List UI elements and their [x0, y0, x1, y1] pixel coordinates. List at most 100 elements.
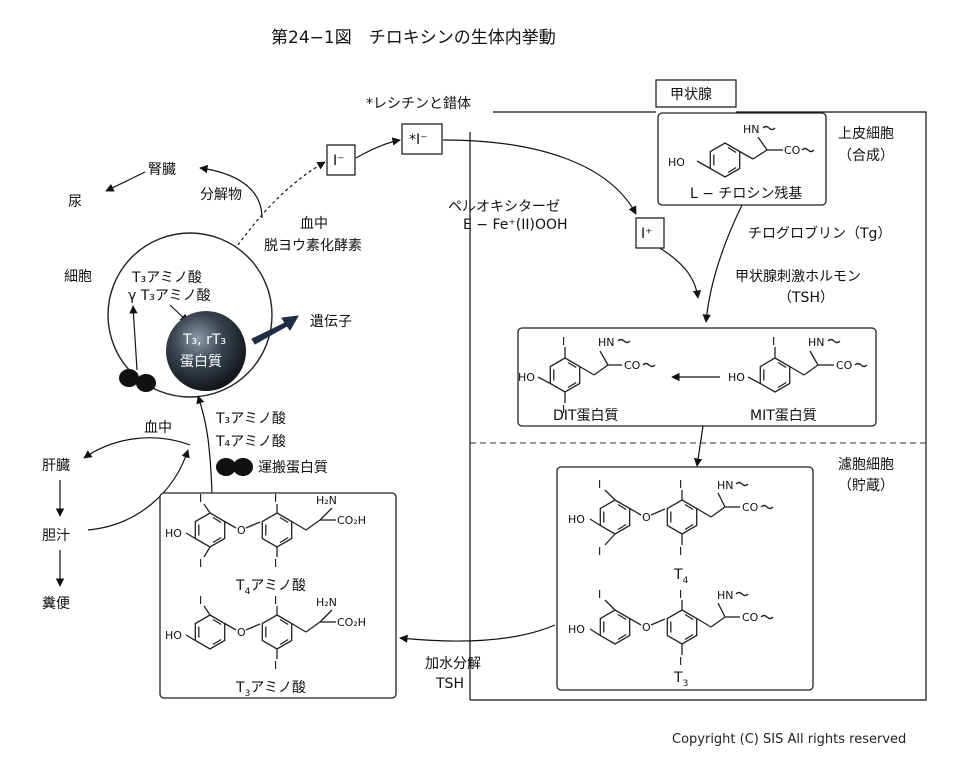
thyroid-label: 甲状腺 — [670, 87, 712, 103]
thyroid-label-box — [655, 79, 737, 108]
hydrolysis-label: 加水分解 — [425, 656, 481, 672]
i-plus-box — [635, 217, 665, 249]
arrow-hormones-to-cell — [196, 395, 213, 494]
svg-text:HN: HN — [743, 123, 760, 136]
arrow-bile-to-blood — [87, 449, 190, 531]
svg-text:CO₂H: CO₂H — [337, 616, 366, 629]
svg-text:I: I — [274, 594, 277, 607]
svg-text:HO: HO — [165, 629, 182, 642]
svg-text:HN: HN — [717, 479, 734, 492]
svg-text:O: O — [237, 524, 246, 537]
arrow-blood-to-liver — [83, 437, 191, 459]
cell-label: 細胞 — [64, 269, 92, 285]
i-star-label: *I⁻ — [409, 132, 428, 148]
breakdown-label: 分解物 — [200, 187, 242, 203]
t3-storage-label: T3 — [673, 670, 688, 689]
svg-text:CO: CO — [784, 144, 801, 157]
epithelial-label: 上皮細胞 — [838, 126, 894, 142]
svg-text:I: I — [199, 594, 202, 607]
carrier-protein-label: 運搬蛋白質 — [258, 460, 328, 476]
liver-label: 肝臓 — [42, 458, 70, 474]
arrow-carrier-into-cell — [129, 305, 138, 371]
thyroglobulin-label: チログロブリン（Tg） — [748, 225, 891, 242]
svg-text:I: I — [562, 335, 565, 348]
svg-text:HO: HO — [518, 371, 535, 384]
receptor-top-label: T₃, rT₃ — [182, 332, 226, 348]
svg-text:CO: CO — [624, 359, 641, 372]
gene-arrow-icon — [251, 315, 299, 345]
arrow-to-storage — [693, 425, 704, 467]
blood-top-label: 血中 — [300, 216, 328, 232]
svg-text:CO₂H: CO₂H — [337, 514, 366, 527]
svg-text:I: I — [274, 492, 277, 505]
svg-text:I: I — [679, 655, 682, 668]
svg-text:I: I — [679, 545, 682, 558]
kidney-label: 腎臓 — [148, 162, 176, 178]
svg-text:HO: HO — [668, 156, 685, 169]
feces-label: 糞便 — [42, 596, 70, 612]
svg-text:I: I — [679, 588, 682, 601]
arrow-breakdown-to-kidney — [199, 164, 263, 219]
i-minus-label: I⁻ — [333, 153, 345, 169]
bile-label: 胆汁 — [42, 528, 70, 544]
arrow-iplus-to-box — [654, 244, 702, 299]
svg-text:T3アミノ酸: T3アミノ酸 — [235, 680, 306, 699]
arrow-kidney-to-urine — [105, 171, 146, 192]
svg-text:CO: CO — [742, 611, 759, 624]
dit-mit-box: HO I I HN CO DIT蛋白質 HO I HN CO MIT蛋白質 — [517, 327, 877, 427]
t4-aa-label: T₄アミノ酸 — [215, 434, 286, 450]
arrow-cell-to-iminus — [237, 161, 326, 246]
svg-text:I: I — [199, 492, 202, 505]
tsh-name-label: 甲状腺刺激ホルモン — [735, 268, 861, 285]
svg-text:I: I — [679, 478, 682, 491]
svg-text:O: O — [642, 511, 651, 524]
i-minus-box — [326, 144, 356, 176]
svg-text:CO: CO — [836, 359, 853, 372]
svg-text:H₂N: H₂N — [316, 596, 337, 609]
tyrosine-residue-label: L − チロシン残基 — [690, 185, 802, 202]
arrow-istar-to-iplus — [442, 139, 637, 215]
svg-text:HO: HO — [165, 527, 182, 540]
svg-text:I: I — [598, 588, 601, 601]
dit-label: DIT蛋白質 — [553, 408, 618, 424]
svg-text:HO: HO — [728, 371, 745, 384]
arrow-tyrosine-to-mit — [702, 204, 743, 323]
svg-text:I: I — [598, 545, 601, 558]
arrow-iminus-to-istar — [355, 137, 401, 159]
svg-text:I: I — [772, 335, 775, 348]
receptor-protein-sphere — [166, 311, 246, 391]
svg-text:HN: HN — [808, 336, 825, 349]
synthesis-label: （合成） — [838, 148, 894, 164]
peroxidase-label: ペルオキシターゼ — [448, 199, 560, 215]
svg-text:CO: CO — [742, 501, 759, 514]
enzyme-formula-label: E − Fe⁺(II)OOH — [463, 217, 568, 233]
gene-label: 遺伝子 — [310, 314, 352, 330]
svg-text:I: I — [274, 659, 277, 672]
cell-gamma-t3-label: γ T₃アミノ酸 — [128, 288, 211, 304]
t3-aa-label: T₃アミノ酸 — [215, 411, 286, 427]
svg-text:I: I — [199, 557, 202, 570]
storage-box: HO I I O I I HN CO T4 HO I O I I — [556, 466, 814, 691]
page-title: 第24−1図 チロキシンの生体内挙動 — [271, 28, 556, 48]
carrier-protein-icon-cell — [119, 369, 156, 392]
svg-text:O: O — [237, 626, 246, 639]
carrier-protein-icon — [216, 458, 253, 476]
deiodinase-label: 脱ヨウ素化酵素 — [264, 238, 362, 254]
released-hormones-box: HO I I O I I H₂N CO₂H T4アミノ酸 HO I O I I — [159, 492, 397, 699]
mit-label: MIT蛋白質 — [750, 408, 817, 424]
svg-text:T4アミノ酸: T4アミノ酸 — [235, 578, 306, 597]
tsh-abbr-label: （TSH） — [778, 290, 834, 306]
cell-t3-label: T₃アミノ酸 — [131, 270, 202, 286]
thyroid-boundary — [470, 111, 927, 701]
svg-text:I: I — [598, 478, 601, 491]
svg-text:HO: HO — [568, 513, 585, 526]
i-star-box — [401, 123, 443, 155]
urine-label: 尿 — [68, 194, 82, 210]
receptor-bottom-label: 蛋白質 — [180, 354, 222, 370]
i-plus-label: I⁺ — [641, 226, 653, 242]
follicular-label: 濾胞細胞 — [838, 457, 894, 473]
svg-text:I: I — [274, 557, 277, 570]
arrow-hydrolysis — [399, 624, 556, 643]
svg-text:HO: HO — [568, 623, 585, 636]
lecithin-complex-label: *レシチンと錯体 — [366, 96, 471, 112]
